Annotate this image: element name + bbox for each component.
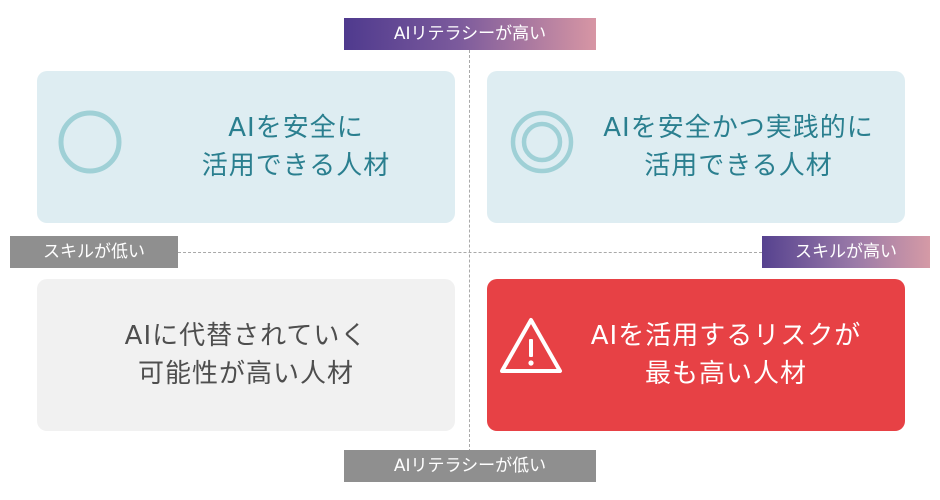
axis-label-left: スキルが低い — [10, 236, 178, 268]
double-circle-icon — [510, 110, 574, 174]
quadrant-top-right: AIを安全かつ実践的に 活用できる人材 — [487, 71, 905, 223]
quadrant-bottom-right: AIを活用するリスクが 最も高い人材 — [487, 279, 905, 431]
axis-label-top: AIリテラシーが高い — [344, 18, 596, 50]
quadrant-bottom-right-text: AIを活用するリスクが 最も高い人材 — [590, 321, 862, 389]
vertical-axis-line — [469, 50, 470, 462]
axis-label-bottom: AIリテラシーが低い — [344, 450, 596, 482]
quadrant-bottom-left: AIに代替されていく 可能性が高い人材 — [37, 279, 455, 431]
warning-icon — [500, 318, 562, 373]
horizontal-axis-line — [178, 252, 762, 253]
quadrant-top-right-text: AIを安全かつ実践的に 活用できる人材 — [603, 113, 874, 181]
axis-label-right: スキルが高い — [762, 236, 930, 268]
quadrant-top-left: AIを安全に 活用できる人材 — [37, 71, 455, 223]
single-circle-icon — [58, 110, 122, 174]
quadrant-top-left-text: AIを安全に 活用できる人材 — [201, 113, 391, 181]
quadrant-bottom-left-text: AIに代替されていく 可能性が高い人材 — [124, 321, 368, 389]
